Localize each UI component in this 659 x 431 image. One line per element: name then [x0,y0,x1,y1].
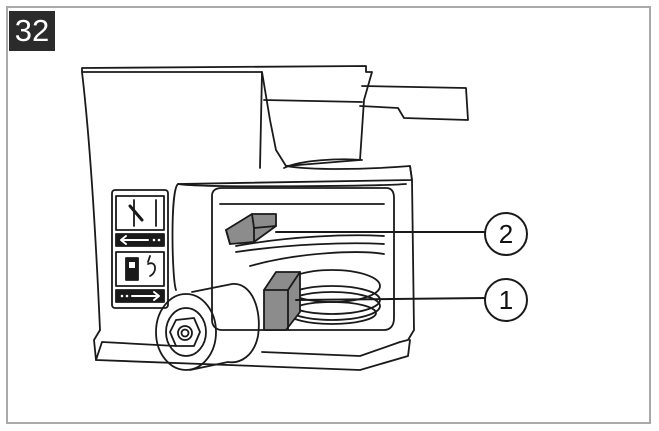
fuel-pump-icon [125,257,139,281]
callout-1: 1 [484,278,528,322]
choke-lever [225,213,277,245]
arrow-left-icon [120,235,161,245]
drain-plug-cylinder [155,283,260,371]
callout-1-label: 1 [499,285,513,315]
control-labels-plate [111,189,169,309]
callout-2: 2 [484,212,528,256]
arrow-right-icon [120,291,160,301]
control-slot [211,187,395,331]
callout-2-label: 2 [499,219,513,249]
engine-housing [81,65,469,371]
fuel-lever [263,271,301,331]
callout-lines [275,231,487,301]
fuel-valve-icon [147,255,156,277]
choke-icon [128,199,157,227]
figure-number-badge: 32 [9,11,55,51]
